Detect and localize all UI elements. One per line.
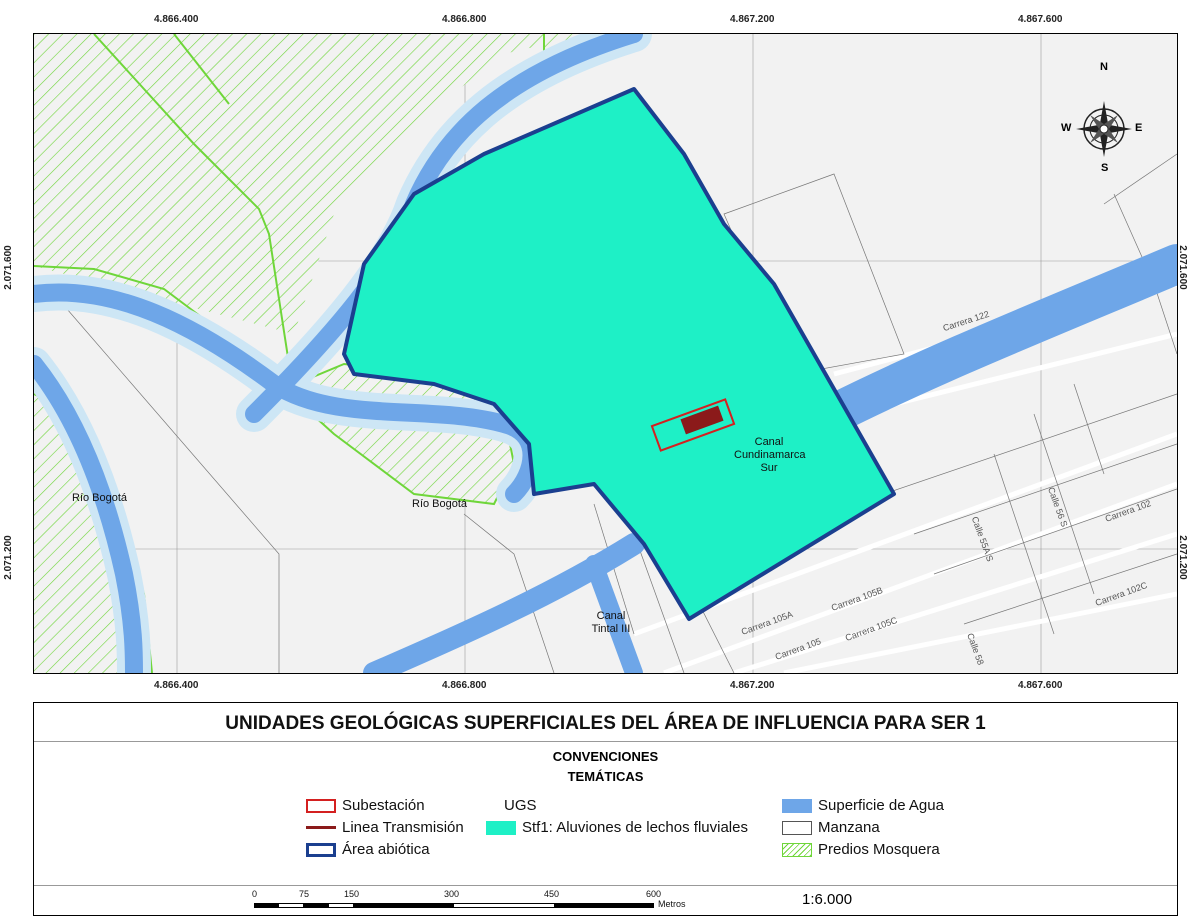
grid-bottom-label: 4.866.400 [154,680,199,691]
legend-item-manzana: Manzana [782,819,880,836]
legend-ugs-heading: UGS [504,797,537,814]
subestacion[interactable] [650,398,736,452]
map-canvas[interactable] [34,34,1177,673]
scale-tick: 300 [444,889,460,899]
compass-s: S [1101,162,1109,174]
grid-right-label: 2.071.600 [1176,245,1188,290]
area-abiotica-swatch [306,842,336,857]
linea-swatch [306,826,336,829]
subestacion-swatch [306,798,336,813]
map-title: UNIDADES GEOLÓGICAS SUPERFICIALES DEL ÁR… [225,713,986,734]
grid-bottom-label: 4.866.800 [442,680,487,691]
legend-item-stf1: Stf1: Aluviones de lechos fluviales [486,819,748,836]
manzana-swatch [782,820,812,835]
grid-top-label: 4.866.800 [442,14,487,25]
tematicas-heading: TEMÁTICAS [567,769,644,784]
grid-bottom-label: 4.867.600 [1018,680,1063,691]
map-frame[interactable]: N S E W Río Bogotá Río Bogotá Canal Cund… [33,33,1178,674]
grid-top-label: 4.867.200 [730,14,775,25]
legend-item-superficie-agua: Superficie de Agua [782,797,944,814]
legend-item-predios-mosquera: Predios Mosquera [782,841,940,858]
streets [633,281,1177,673]
grid-bottom-label: 4.867.200 [730,680,775,691]
area-abiotica-stf1[interactable] [342,87,896,621]
compass-w: W [1061,122,1072,134]
scale-tick: 75 [299,889,310,899]
legend-panel: UNIDADES GEOLÓGICAS SUPERFICIALES DEL ÁR… [33,702,1178,916]
label-rio-bogota-center: Río Bogotá [412,498,468,510]
scale-tick: 450 [544,889,560,899]
grid-left-label: 2.071.600 [2,245,14,290]
legend-item-subestacion: Subestación [306,797,425,814]
scale-tick: 600 [646,889,662,899]
compass-n: N [1100,61,1108,73]
legend-item-area-abiotica: Área abiótica [306,841,430,858]
grid-top-label: 4.867.600 [1018,14,1063,25]
scale-ratio: 1:6.000 [802,891,853,908]
stf1-swatch [486,820,516,835]
legend-divider [34,741,1177,742]
scale-tick: 0 [252,889,258,899]
scale-bar [254,903,654,908]
scale-divider [34,885,1177,886]
manzana-lines [53,153,1177,673]
grid-left-label: 2.071.200 [2,535,14,580]
compass-e: E [1135,122,1143,134]
grid-top-label: 4.866.400 [154,14,199,25]
agua-swatch [782,798,812,813]
label-canal-cundinamarca: Canal Cundinamarca Sur [734,436,806,474]
grid-right-label: 2.071.200 [1176,535,1188,580]
scale-tick: 150 [344,889,360,899]
predios-swatch [782,842,812,857]
convenciones-heading: CONVENCIONES [552,749,659,764]
legend-item-linea-transmision: Linea Transmisión [306,819,464,836]
compass-rose [1076,101,1132,157]
scale-unit: Metros [658,899,686,909]
predios-mosquera-north [34,34,589,334]
label-canal-tintal: Canal Tintal III [591,610,631,635]
label-rio-bogota-left: Río Bogotá [72,492,128,504]
